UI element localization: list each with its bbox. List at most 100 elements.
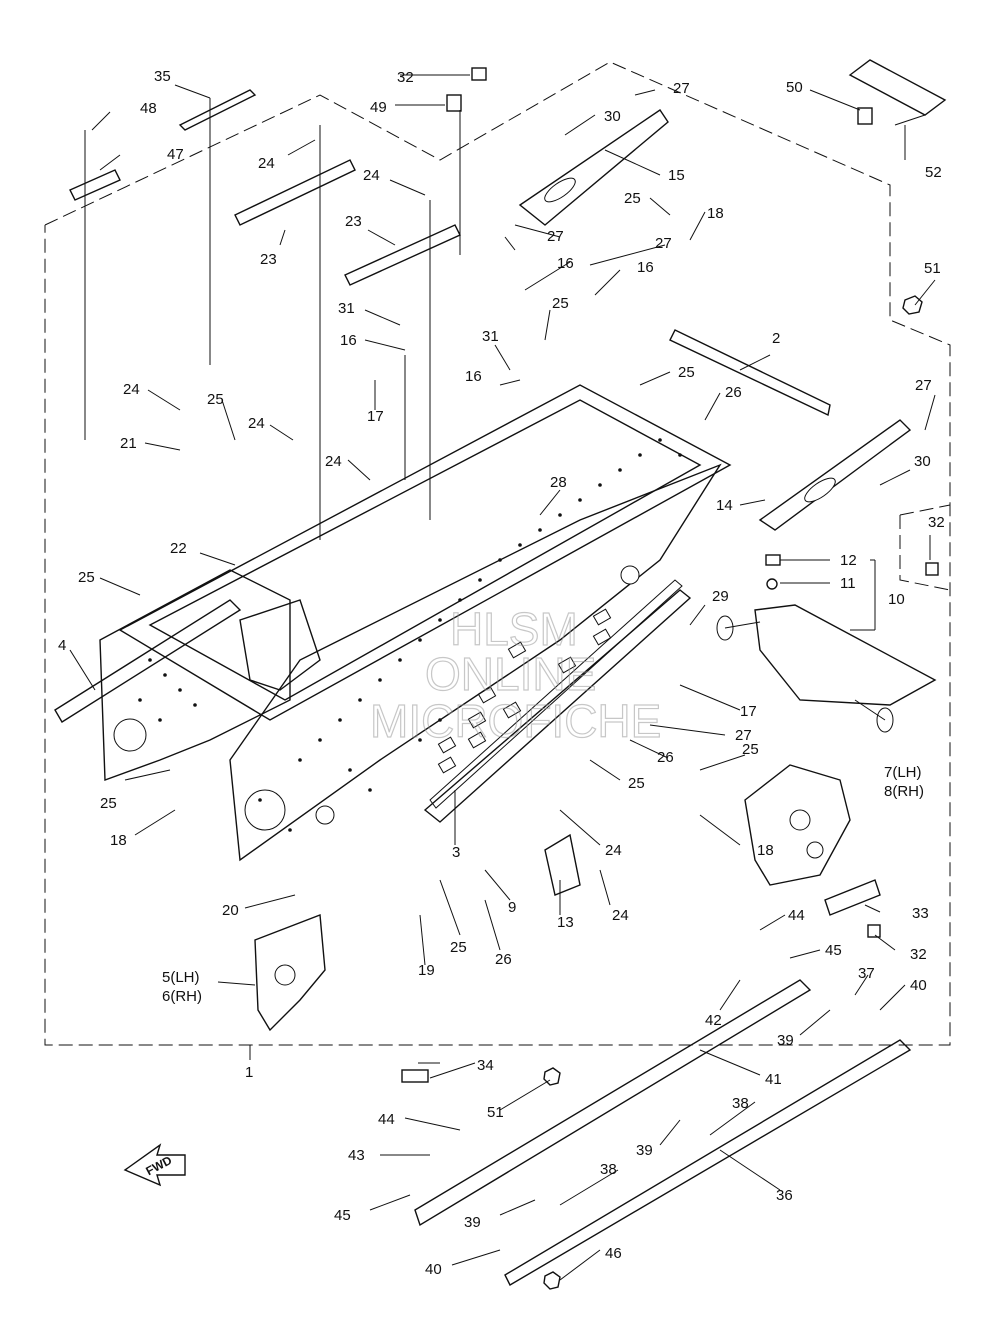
plate-part-52 bbox=[848, 59, 947, 116]
rivet-pattern bbox=[138, 438, 682, 832]
watermark: HLSM ONLINE MICROFICHE bbox=[369, 602, 662, 747]
label-16b: 16 bbox=[465, 368, 482, 385]
label-24a: 24 bbox=[258, 155, 275, 172]
label-44a: 44 bbox=[788, 907, 805, 924]
plate-part-47 bbox=[69, 169, 121, 201]
label-27c: 27 bbox=[655, 235, 672, 252]
bracket-part-33 bbox=[824, 879, 881, 916]
label-21: 21 bbox=[120, 435, 137, 452]
crossmember-part-10 bbox=[716, 604, 937, 733]
label-25h: 25 bbox=[742, 741, 759, 758]
label-13: 13 bbox=[557, 914, 574, 931]
label-27b: 27 bbox=[547, 228, 564, 245]
label-35: 35 bbox=[154, 68, 171, 85]
label-39c: 39 bbox=[464, 1214, 481, 1231]
watermark-line-3: MICROFICHE bbox=[370, 695, 661, 747]
label-9: 9 bbox=[508, 899, 516, 916]
label-25i: 25 bbox=[450, 939, 467, 956]
label-32c: 32 bbox=[910, 946, 927, 963]
label-11: 11 bbox=[840, 575, 856, 592]
label-34: 34 bbox=[477, 1057, 494, 1074]
bracket-plate-5-6 bbox=[254, 914, 326, 1032]
label-31b: 31 bbox=[482, 328, 499, 345]
nut-46 bbox=[543, 1271, 561, 1290]
label-24c: 24 bbox=[123, 381, 140, 398]
label-38a: 38 bbox=[732, 1095, 749, 1112]
label-12: 12 bbox=[840, 552, 857, 569]
label-30b: 30 bbox=[914, 453, 931, 470]
label-45a: 45 bbox=[825, 942, 842, 959]
rail-part-4 bbox=[54, 599, 242, 723]
label-26c: 26 bbox=[495, 951, 512, 968]
label-36: 36 bbox=[776, 1187, 793, 1204]
runner-part-41 bbox=[414, 979, 812, 1227]
label-17b: 17 bbox=[740, 703, 757, 720]
label-15: 15 bbox=[668, 167, 685, 184]
strap-part-2 bbox=[669, 329, 831, 417]
label-48: 48 bbox=[140, 100, 157, 117]
label-17a: 17 bbox=[367, 408, 384, 425]
bolt-50 bbox=[857, 107, 873, 125]
label-28: 28 bbox=[550, 474, 567, 491]
label-46: 46 bbox=[605, 1245, 622, 1262]
label-24f: 24 bbox=[605, 842, 622, 859]
plate-part-23-upper bbox=[234, 159, 356, 226]
fwd-arrow-icon: FWD bbox=[123, 1143, 186, 1187]
label-40b: 40 bbox=[425, 1261, 442, 1278]
watermark-line-1: HLSM bbox=[450, 603, 578, 655]
label-24e: 24 bbox=[325, 453, 342, 470]
fasteners bbox=[401, 67, 939, 1290]
label-27a: 27 bbox=[673, 80, 690, 97]
label-45b: 45 bbox=[334, 1207, 351, 1224]
label-19: 19 bbox=[418, 962, 435, 979]
label-51a: 51 bbox=[924, 260, 941, 277]
main-frame bbox=[99, 384, 732, 862]
label-37: 37 bbox=[858, 965, 875, 982]
plate-part-15 bbox=[518, 109, 669, 226]
label-52: 52 bbox=[925, 164, 942, 181]
label-32b: 32 bbox=[928, 514, 945, 531]
label-40a: 40 bbox=[910, 977, 927, 994]
runner-part-36 bbox=[504, 1039, 912, 1286]
label-4: 4 bbox=[58, 637, 66, 654]
watermark-line-2: ONLINE bbox=[425, 648, 596, 700]
label-10: 10 bbox=[888, 591, 905, 608]
bolt-49 bbox=[446, 94, 462, 112]
label-24b: 24 bbox=[363, 167, 380, 184]
label-38b: 38 bbox=[600, 1161, 617, 1178]
label-47: 47 bbox=[167, 146, 184, 163]
label-6: 6(RH) bbox=[162, 988, 202, 1005]
label-25e: 25 bbox=[624, 190, 641, 207]
plate-part-14 bbox=[758, 419, 912, 531]
label-41: 41 bbox=[765, 1071, 782, 1088]
bracket-plate-7-8 bbox=[744, 764, 851, 886]
label-24g: 24 bbox=[612, 907, 629, 924]
label-50: 50 bbox=[786, 79, 803, 96]
label-2: 2 bbox=[772, 330, 780, 347]
label-1: 1 bbox=[245, 1064, 253, 1081]
label-42: 42 bbox=[705, 1012, 722, 1029]
plate-part-23-lower bbox=[344, 224, 461, 286]
label-23b: 23 bbox=[345, 213, 362, 230]
label-27d: 27 bbox=[915, 377, 932, 394]
label-29: 29 bbox=[712, 588, 729, 605]
label-16c: 16 bbox=[557, 255, 574, 272]
label-51b: 51 bbox=[487, 1104, 504, 1121]
leaf-part-3 bbox=[423, 579, 692, 823]
label-18a: 18 bbox=[110, 832, 127, 849]
label-27e: 27 bbox=[735, 727, 752, 744]
nut-51-top bbox=[902, 295, 923, 315]
bolt-34 bbox=[401, 1069, 429, 1083]
label-23a: 23 bbox=[260, 251, 277, 268]
label-25b: 25 bbox=[78, 569, 95, 586]
label-32a: 32 bbox=[397, 69, 414, 86]
nut-51-bottom bbox=[543, 1067, 561, 1086]
label-3: 3 bbox=[452, 844, 460, 861]
label-39a: 39 bbox=[777, 1032, 794, 1049]
bracket-part-13 bbox=[544, 833, 581, 896]
label-26b: 26 bbox=[657, 749, 674, 766]
bolt-32-top bbox=[471, 67, 487, 81]
bolt-12 bbox=[765, 554, 781, 566]
label-16d: 16 bbox=[637, 259, 654, 276]
